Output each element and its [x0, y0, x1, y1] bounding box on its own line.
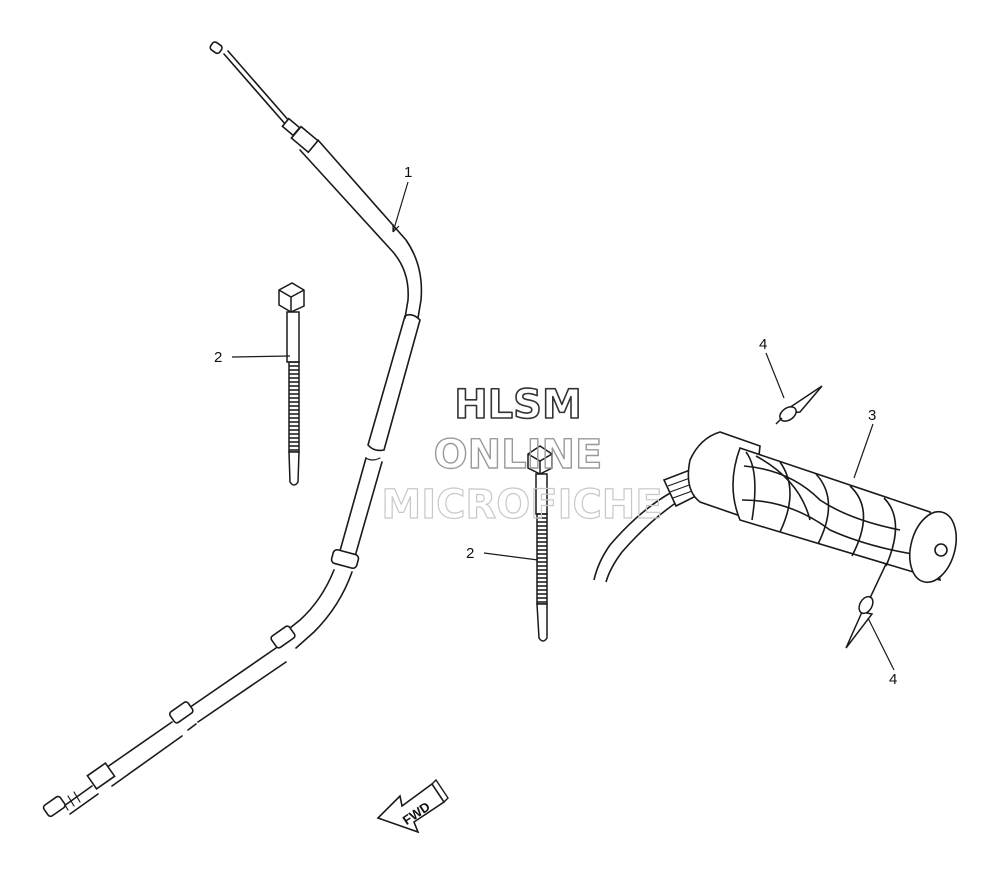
watermark-line-1: HLSM — [454, 382, 582, 428]
callout-part-2-center: 2 — [466, 545, 474, 562]
callout-part-4-bottom: 4 — [889, 671, 897, 688]
callout-part-1: 1 — [404, 164, 412, 181]
throttle-grip — [593, 431, 958, 584]
leader-part-2-center — [483, 552, 539, 561]
fwd-arrow-icon — [376, 782, 446, 834]
leader-part-4-bottom — [867, 617, 895, 671]
leader-part-3 — [853, 423, 874, 479]
throttle-cable — [42, 41, 423, 818]
leader-part-1 — [392, 181, 409, 233]
leader-part-4-top — [765, 352, 785, 399]
pin-top — [775, 385, 823, 425]
callout-part-4-top: 4 — [759, 336, 767, 353]
watermark-line-3: MICROFICHE — [381, 482, 662, 528]
cable-tie-center — [527, 445, 553, 642]
cable-tie-left — [278, 282, 305, 486]
leader-lines — [231, 181, 895, 671]
leader-part-2-left — [231, 355, 291, 358]
cable-bottom-end — [42, 762, 116, 818]
watermark-line-2: ONLINE — [434, 432, 603, 478]
cable-housing-upper — [299, 149, 410, 319]
callout-part-2-left: 2 — [214, 349, 222, 366]
cable-housing-lower — [279, 569, 353, 649]
cable-top-end — [209, 41, 320, 154]
watermark: HLSM ONLINE MICROFICHE — [381, 381, 663, 528]
cable-sleeve-1 — [367, 313, 421, 452]
fwd-arrow: FWD — [376, 778, 449, 834]
pin-bottom — [845, 563, 887, 649]
callout-part-3: 3 — [868, 407, 876, 424]
cable-sleeve-2 — [337, 457, 383, 561]
